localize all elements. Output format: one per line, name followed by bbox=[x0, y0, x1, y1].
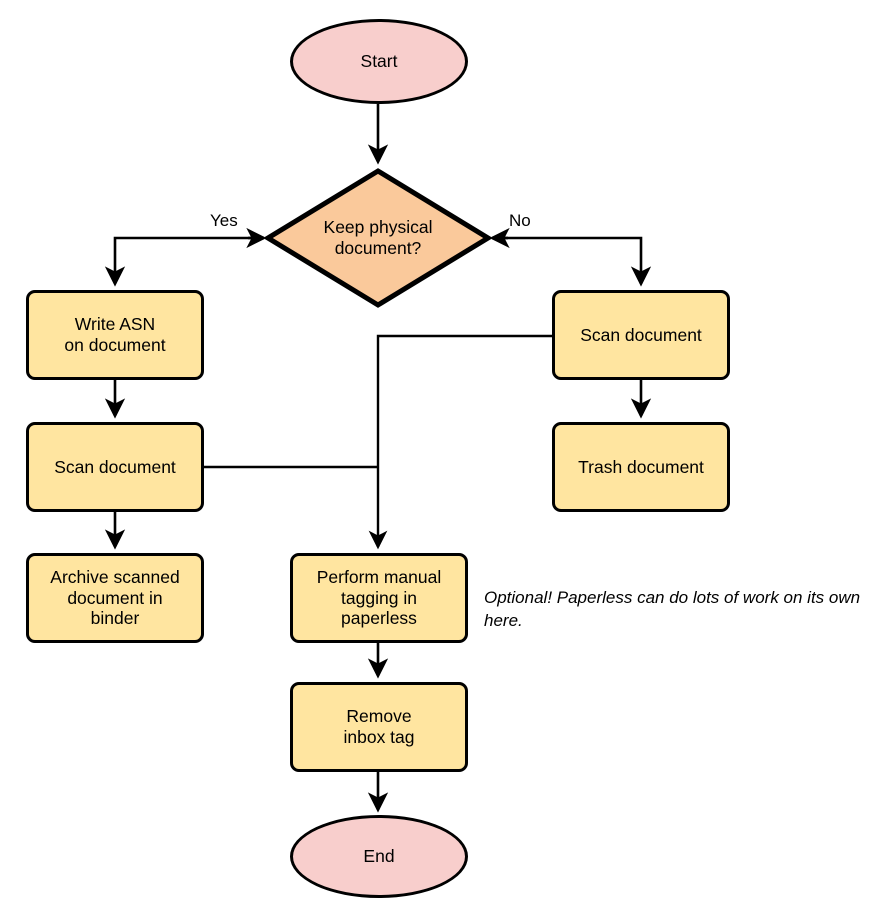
node-write-asn-label: Write ASN on document bbox=[64, 314, 166, 355]
node-scan-document-left-label: Scan document bbox=[54, 456, 176, 477]
node-perform-manual-tagging[interactable]: Perform manual tagging in paperless bbox=[290, 553, 468, 643]
node-trash-document-label: Trash document bbox=[578, 456, 704, 477]
edge-scan-right-to-manual-tagging bbox=[368, 334, 552, 550]
node-remove-inbox-tag-label: Remove inbox tag bbox=[343, 706, 415, 747]
node-decision-keep-physical-label: Keep physical document? bbox=[323, 217, 433, 258]
node-decision-keep-physical[interactable]: Keep physical document? bbox=[265, 168, 491, 308]
edge-label-yes: Yes bbox=[210, 211, 238, 230]
edge-decision-no-to-scan-right bbox=[493, 236, 652, 287]
edge-decision-yes-to-write-asn bbox=[104, 236, 263, 287]
node-end[interactable]: End bbox=[290, 815, 468, 898]
node-scan-document-right[interactable]: Scan document bbox=[552, 290, 730, 380]
node-trash-document[interactable]: Trash document bbox=[552, 422, 730, 512]
node-end-label: End bbox=[363, 846, 395, 867]
node-perform-manual-tagging-label: Perform manual tagging in paperless bbox=[316, 567, 442, 629]
node-archive-in-binder[interactable]: Archive scanned document in binder bbox=[26, 553, 204, 643]
node-remove-inbox-tag[interactable]: Remove inbox tag bbox=[290, 682, 468, 772]
annotation-optional-note: Optional! Paperless can do lots of work … bbox=[484, 588, 861, 630]
node-write-asn[interactable]: Write ASN on document bbox=[26, 290, 204, 380]
node-start-label: Start bbox=[360, 51, 398, 72]
node-start[interactable]: Start bbox=[290, 19, 468, 104]
edge-label-no: No bbox=[509, 211, 531, 230]
node-archive-in-binder-label: Archive scanned document in binder bbox=[50, 567, 180, 629]
node-scan-document-left[interactable]: Scan document bbox=[26, 422, 204, 512]
node-scan-document-right-label: Scan document bbox=[580, 324, 702, 345]
diamond-icon bbox=[265, 168, 491, 308]
